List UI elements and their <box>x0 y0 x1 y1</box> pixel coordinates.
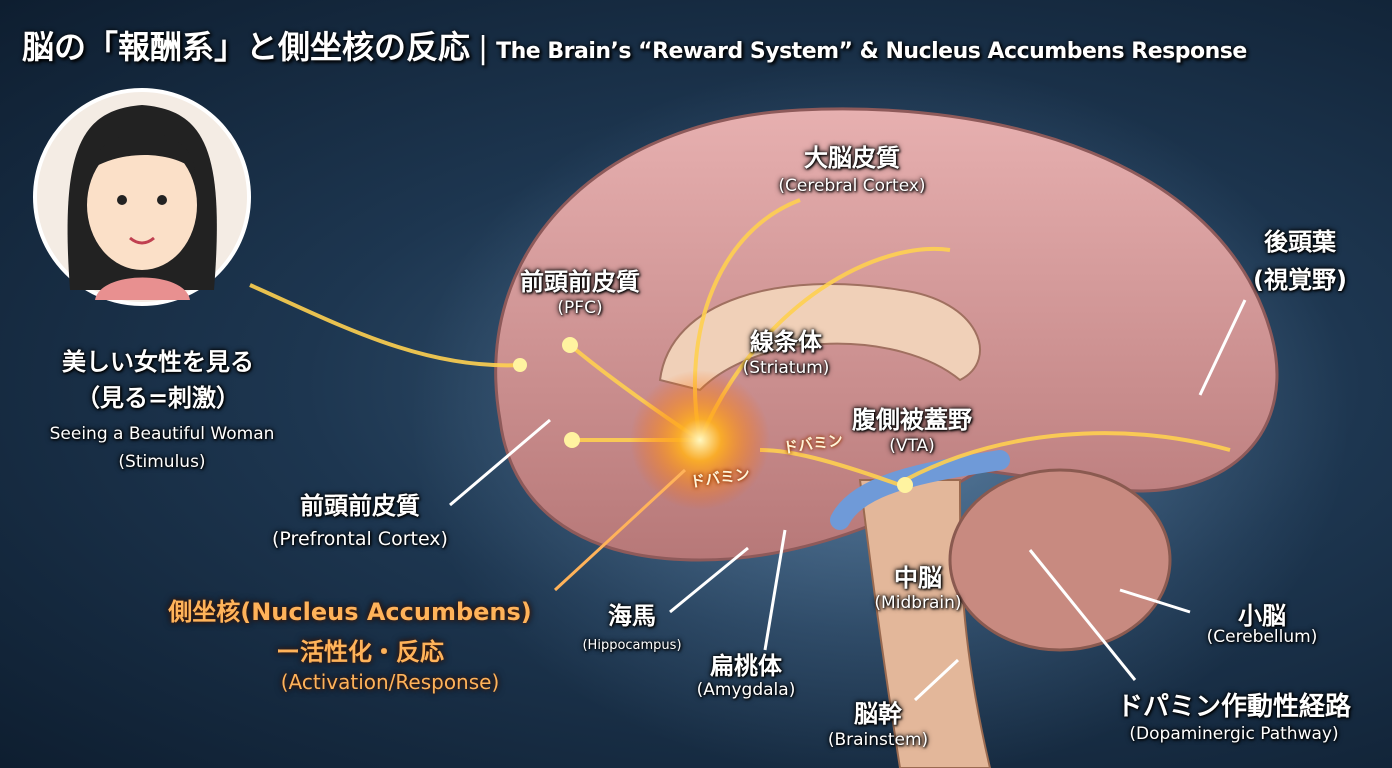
title-japanese: 脳の「報酬系」と側坐核の反応 <box>22 28 471 66</box>
title-english: The Brain’s “Reward System” & Nucleus Ac… <box>496 39 1247 64</box>
striatum-label-en: (Striatum) <box>742 358 830 378</box>
hippocampus-label-en: (Hippocampus) <box>582 638 682 653</box>
occipital-label: 後頭葉 <box>1264 228 1336 256</box>
pfc-top-label: 前頭前皮質 <box>520 268 640 296</box>
cortex-label: 大脳皮質 <box>804 144 900 172</box>
pathway-label: ドパミン作動性経路 <box>1116 692 1352 722</box>
brainstem-label-en: (Brainstem) <box>827 730 929 750</box>
cerebellum-label-en: (Cerebellum) <box>1206 627 1318 647</box>
pfc-label: 前頭前皮質 <box>300 492 420 520</box>
corpus-callosum-shape <box>658 283 981 392</box>
midbrain-label: 中脳 <box>894 564 942 592</box>
vta-label-en: (VTA) <box>889 436 935 456</box>
midbrain-label-en: (Midbrain) <box>874 593 962 613</box>
node-dots <box>513 337 913 493</box>
stimulus-jp: 美しい女性を見る <box>62 348 254 376</box>
amygdala-label: 扁桃体 <box>710 652 782 680</box>
avatar-woman <box>33 88 251 306</box>
brainstem-label: 脳幹 <box>854 700 902 728</box>
pfc-label-en: (Prefrontal Cortex) <box>272 528 448 550</box>
nucleus-accumbens-glow <box>630 370 770 510</box>
cerebellum-label: 小脳 <box>1238 602 1286 630</box>
striatum-label: 線条体 <box>750 328 822 356</box>
cerebellum-shape <box>948 468 1172 652</box>
amygdala-label-en: (Amygdala) <box>696 680 796 700</box>
stimulus-en-sub: (Stimulus) <box>118 452 206 472</box>
title-separator: | <box>478 31 489 66</box>
pathway-label-en: (Dopaminergic Pathway) <box>1129 724 1339 744</box>
pfc-top-label-en: (PFC) <box>557 298 603 318</box>
occipital-label-sub: (視覚野) <box>1253 266 1347 294</box>
nac-activation-en: (Activation/Response) <box>280 670 500 694</box>
cortex-label-en: (Cerebral Cortex) <box>778 176 926 196</box>
leader-lines <box>449 299 1247 702</box>
page-title: 脳の「報酬系」と側坐核の反応| The Brain’s “Reward Syste… <box>22 22 1247 68</box>
vta-label: 腹側被蓋野 <box>852 406 972 434</box>
nac-label: 側坐核(Nucleus Accumbens) <box>168 598 532 626</box>
stimulus-jp-sub: （見る=刺激） <box>75 384 241 412</box>
hippocampus-label: 海馬 <box>608 602 656 630</box>
stimulus-en: Seeing a Beautiful Woman <box>49 424 275 444</box>
nac-activation-label: ー活性化・反応 <box>276 638 444 666</box>
